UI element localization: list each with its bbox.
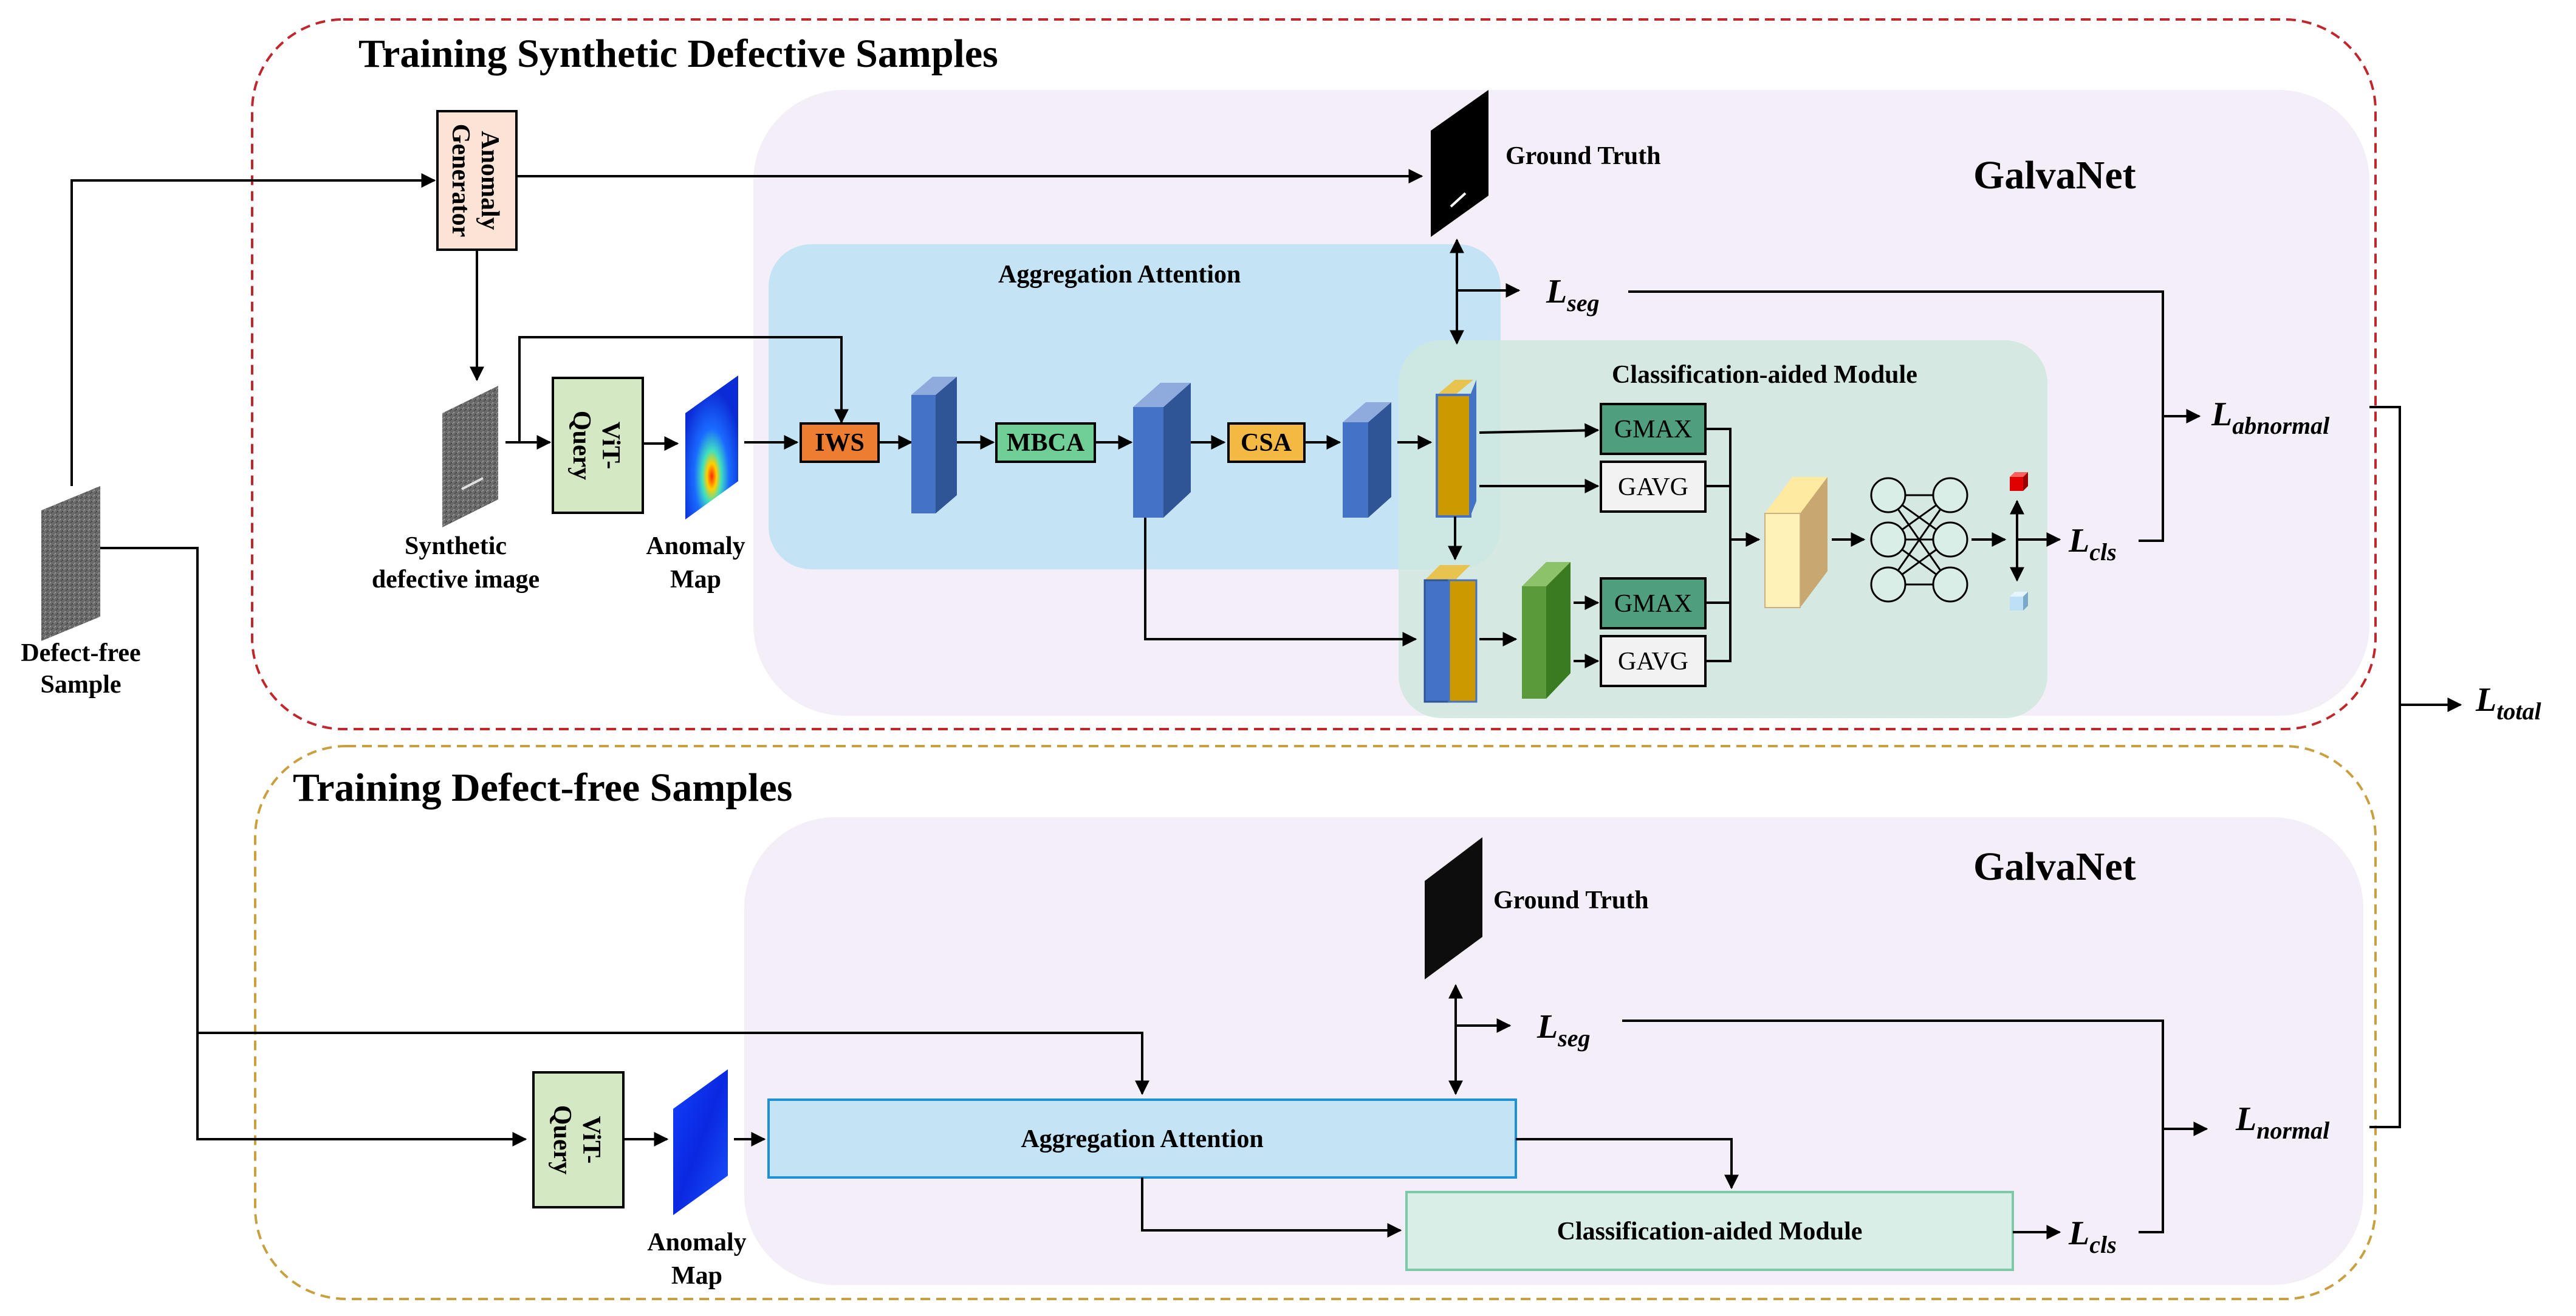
gavg-label-2: GAVG: [1618, 648, 1688, 676]
top-classification-module-label: Classification-aided Module: [1612, 361, 1917, 389]
l-total: Ltotal: [2475, 681, 2541, 725]
iws-box: [800, 422, 880, 463]
edge-agg-to-cls-right: [1516, 1138, 1739, 1190]
normal-output-cube: [2010, 592, 2028, 611]
edge-pool-merge: [1705, 428, 1732, 662]
edge-synthetic-to-iws: [518, 336, 849, 442]
bottom-l-normal: Lnormal: [2235, 1100, 2330, 1144]
edge-lseg-to-lnormal: [1622, 1020, 2164, 1233]
bottom-l-seg: Lseg: [1536, 1008, 1591, 1052]
bottom-aggregation-attention-box: [767, 1098, 1517, 1179]
gavg-label-1: GAVG: [1618, 473, 1688, 501]
bottom-vit-query-box: [532, 1071, 625, 1208]
top-l-cls: Lcls: [2068, 522, 2117, 566]
edge-sample-to-generator: [70, 173, 436, 486]
bottom-ground-truth-image: [1425, 837, 1482, 979]
bottom-classification-module-label: Classification-aided Module: [1557, 1218, 1863, 1246]
edge-labnormal-to-total: [2369, 406, 2401, 854]
top-l-seg: Lseg: [1546, 273, 1600, 317]
edge-sample-to-bottom-agg: [197, 1032, 1149, 1095]
gmax-label-2: GMAX: [1614, 590, 1692, 618]
mbca-label: MBCA: [1007, 429, 1085, 457]
gmax-box-2: [1600, 577, 1707, 629]
top-galvanet-label: GalvaNet: [1973, 153, 2136, 197]
bottom-vit-query-label: ViT-Query: [548, 1105, 605, 1174]
gavg-box-2: [1600, 635, 1707, 687]
bottom-section-frame: [254, 745, 2377, 1300]
edge-block2-to-concat: [1144, 518, 1417, 646]
top-ground-truth-image: [1431, 90, 1488, 237]
edge-orange-to-gmax: [1479, 423, 1600, 438]
iws-label: IWS: [815, 429, 865, 457]
feature-block-1: [911, 377, 957, 513]
synthetic-defective-image: [442, 386, 498, 527]
top-l-abnormal: Labnormal: [2211, 396, 2330, 439]
top-vit-query-label: ViT-Query: [567, 411, 625, 480]
bottom-aggregation-attention-label: Aggregation Attention: [1021, 1125, 1263, 1153]
seg-output-block: [1436, 380, 1476, 518]
top-ground-truth-label: Ground Truth: [1506, 142, 1661, 170]
gmax-box-1: [1600, 403, 1707, 455]
edge-agg-to-cls-bottom: [1141, 1177, 1402, 1238]
feature-block-3: [1343, 402, 1391, 518]
yellow-feature-block: [1764, 477, 1828, 608]
anomaly-generator-box: [436, 110, 518, 251]
defect-free-sample-image: [41, 486, 100, 641]
bottom-anomaly-map-image: [673, 1069, 728, 1215]
csa-label: CSA: [1241, 429, 1292, 457]
bottom-ground-truth-label: Ground Truth: [1493, 886, 1649, 914]
top-anomaly-map-image: [685, 375, 738, 519]
mlp-network: [1870, 477, 1968, 603]
edge-sample-to-bottom: [100, 547, 527, 1146]
csa-box: [1227, 422, 1306, 463]
bottom-galvanet-label: GalvaNet: [1973, 845, 2136, 889]
green-feature-block: [1522, 562, 1571, 699]
abnormal-output-cube: [2010, 472, 2028, 491]
concat-block: [1423, 565, 1478, 703]
feature-block-2: [1133, 383, 1191, 518]
top-section-title: Training Synthetic Defective Samples: [358, 32, 998, 76]
gmax-label-1: GMAX: [1614, 416, 1692, 444]
mbca-box: [995, 422, 1096, 463]
gavg-box-1: [1600, 461, 1707, 513]
top-aggregation-attention-label: Aggregation Attention: [998, 261, 1241, 289]
bottom-section-title: Training Defect-free Samples: [293, 766, 792, 810]
top-vit-query-box: [552, 377, 644, 514]
edge-lnormal-to-total: [2369, 741, 2401, 1128]
bottom-l-cls: Lcls: [2068, 1215, 2117, 1258]
top-section-frame: [251, 18, 2377, 730]
anomaly-generator-label: AnomalyGenerator: [447, 124, 504, 238]
